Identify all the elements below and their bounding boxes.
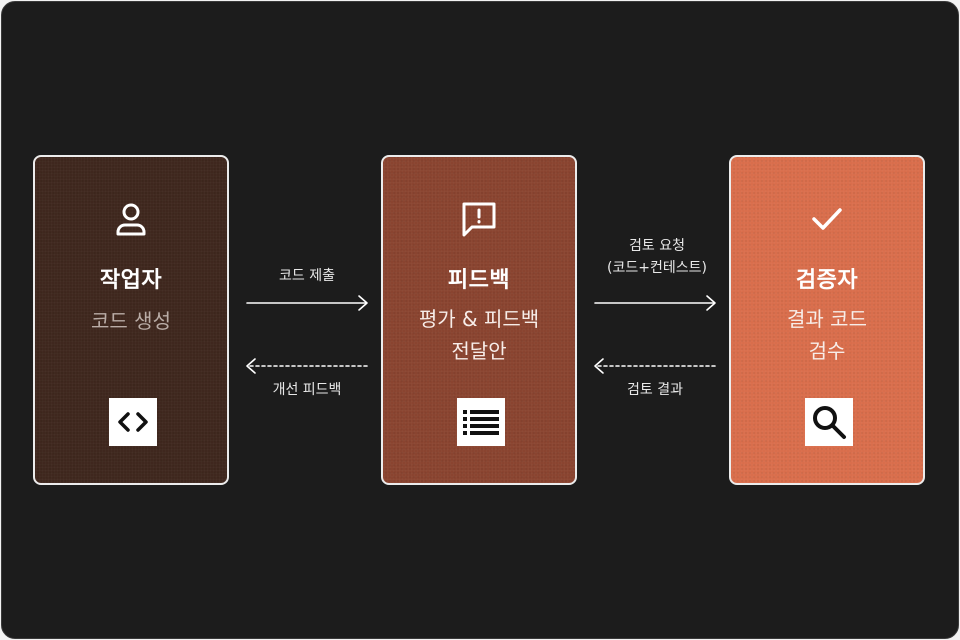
feedback-title: 피드백 [447,268,511,293]
list-icon [457,398,505,446]
edge-label-improve-feedback: 개선 피드백 [272,382,342,398]
arrow-submit-code [246,295,368,311]
edge-label-review-result: 검토 결과 [627,382,683,398]
verifier-subtitle-line-1: 결과 코드 [787,307,867,331]
worker-title: 작업자 [99,268,163,293]
message-alert-icon [459,199,499,239]
verifier-subtitle-line-2: 검수 [808,339,846,363]
worker-node: 작업자 코드 생성 [33,155,229,485]
search-icon [805,398,853,446]
verifier-node: 검증자 결과 코드 검수 [729,155,925,485]
feedback-subtitle-line-1: 평가 & 피드백 [418,307,540,331]
code-icon [109,398,157,446]
edge-label-review-request-line-1: 검토 요청 [629,238,685,254]
edge-label-review-request-line-2: (코드+컨테스트) [607,260,707,276]
verifier-title: 검증자 [795,268,859,293]
arrow-review-result [594,358,716,374]
check-icon [807,199,847,239]
edge-label-review-request: 검토 요청 (코드+컨테스트) [582,235,732,279]
verifier-subtitle: 결과 코드 검수 [787,303,867,367]
arrow-review-request [594,295,716,311]
person-icon [111,199,151,239]
worker-subtitle: 코드 생성 [91,309,171,333]
feedback-node: 피드백 평가 & 피드백 전달안 [381,155,577,485]
arrow-improve-feedback [246,358,369,374]
feedback-subtitle-line-2: 전달안 [451,339,507,363]
edge-label-submit-code: 코드 제출 [279,268,335,284]
feedback-subtitle: 평가 & 피드백 전달안 [419,303,539,367]
